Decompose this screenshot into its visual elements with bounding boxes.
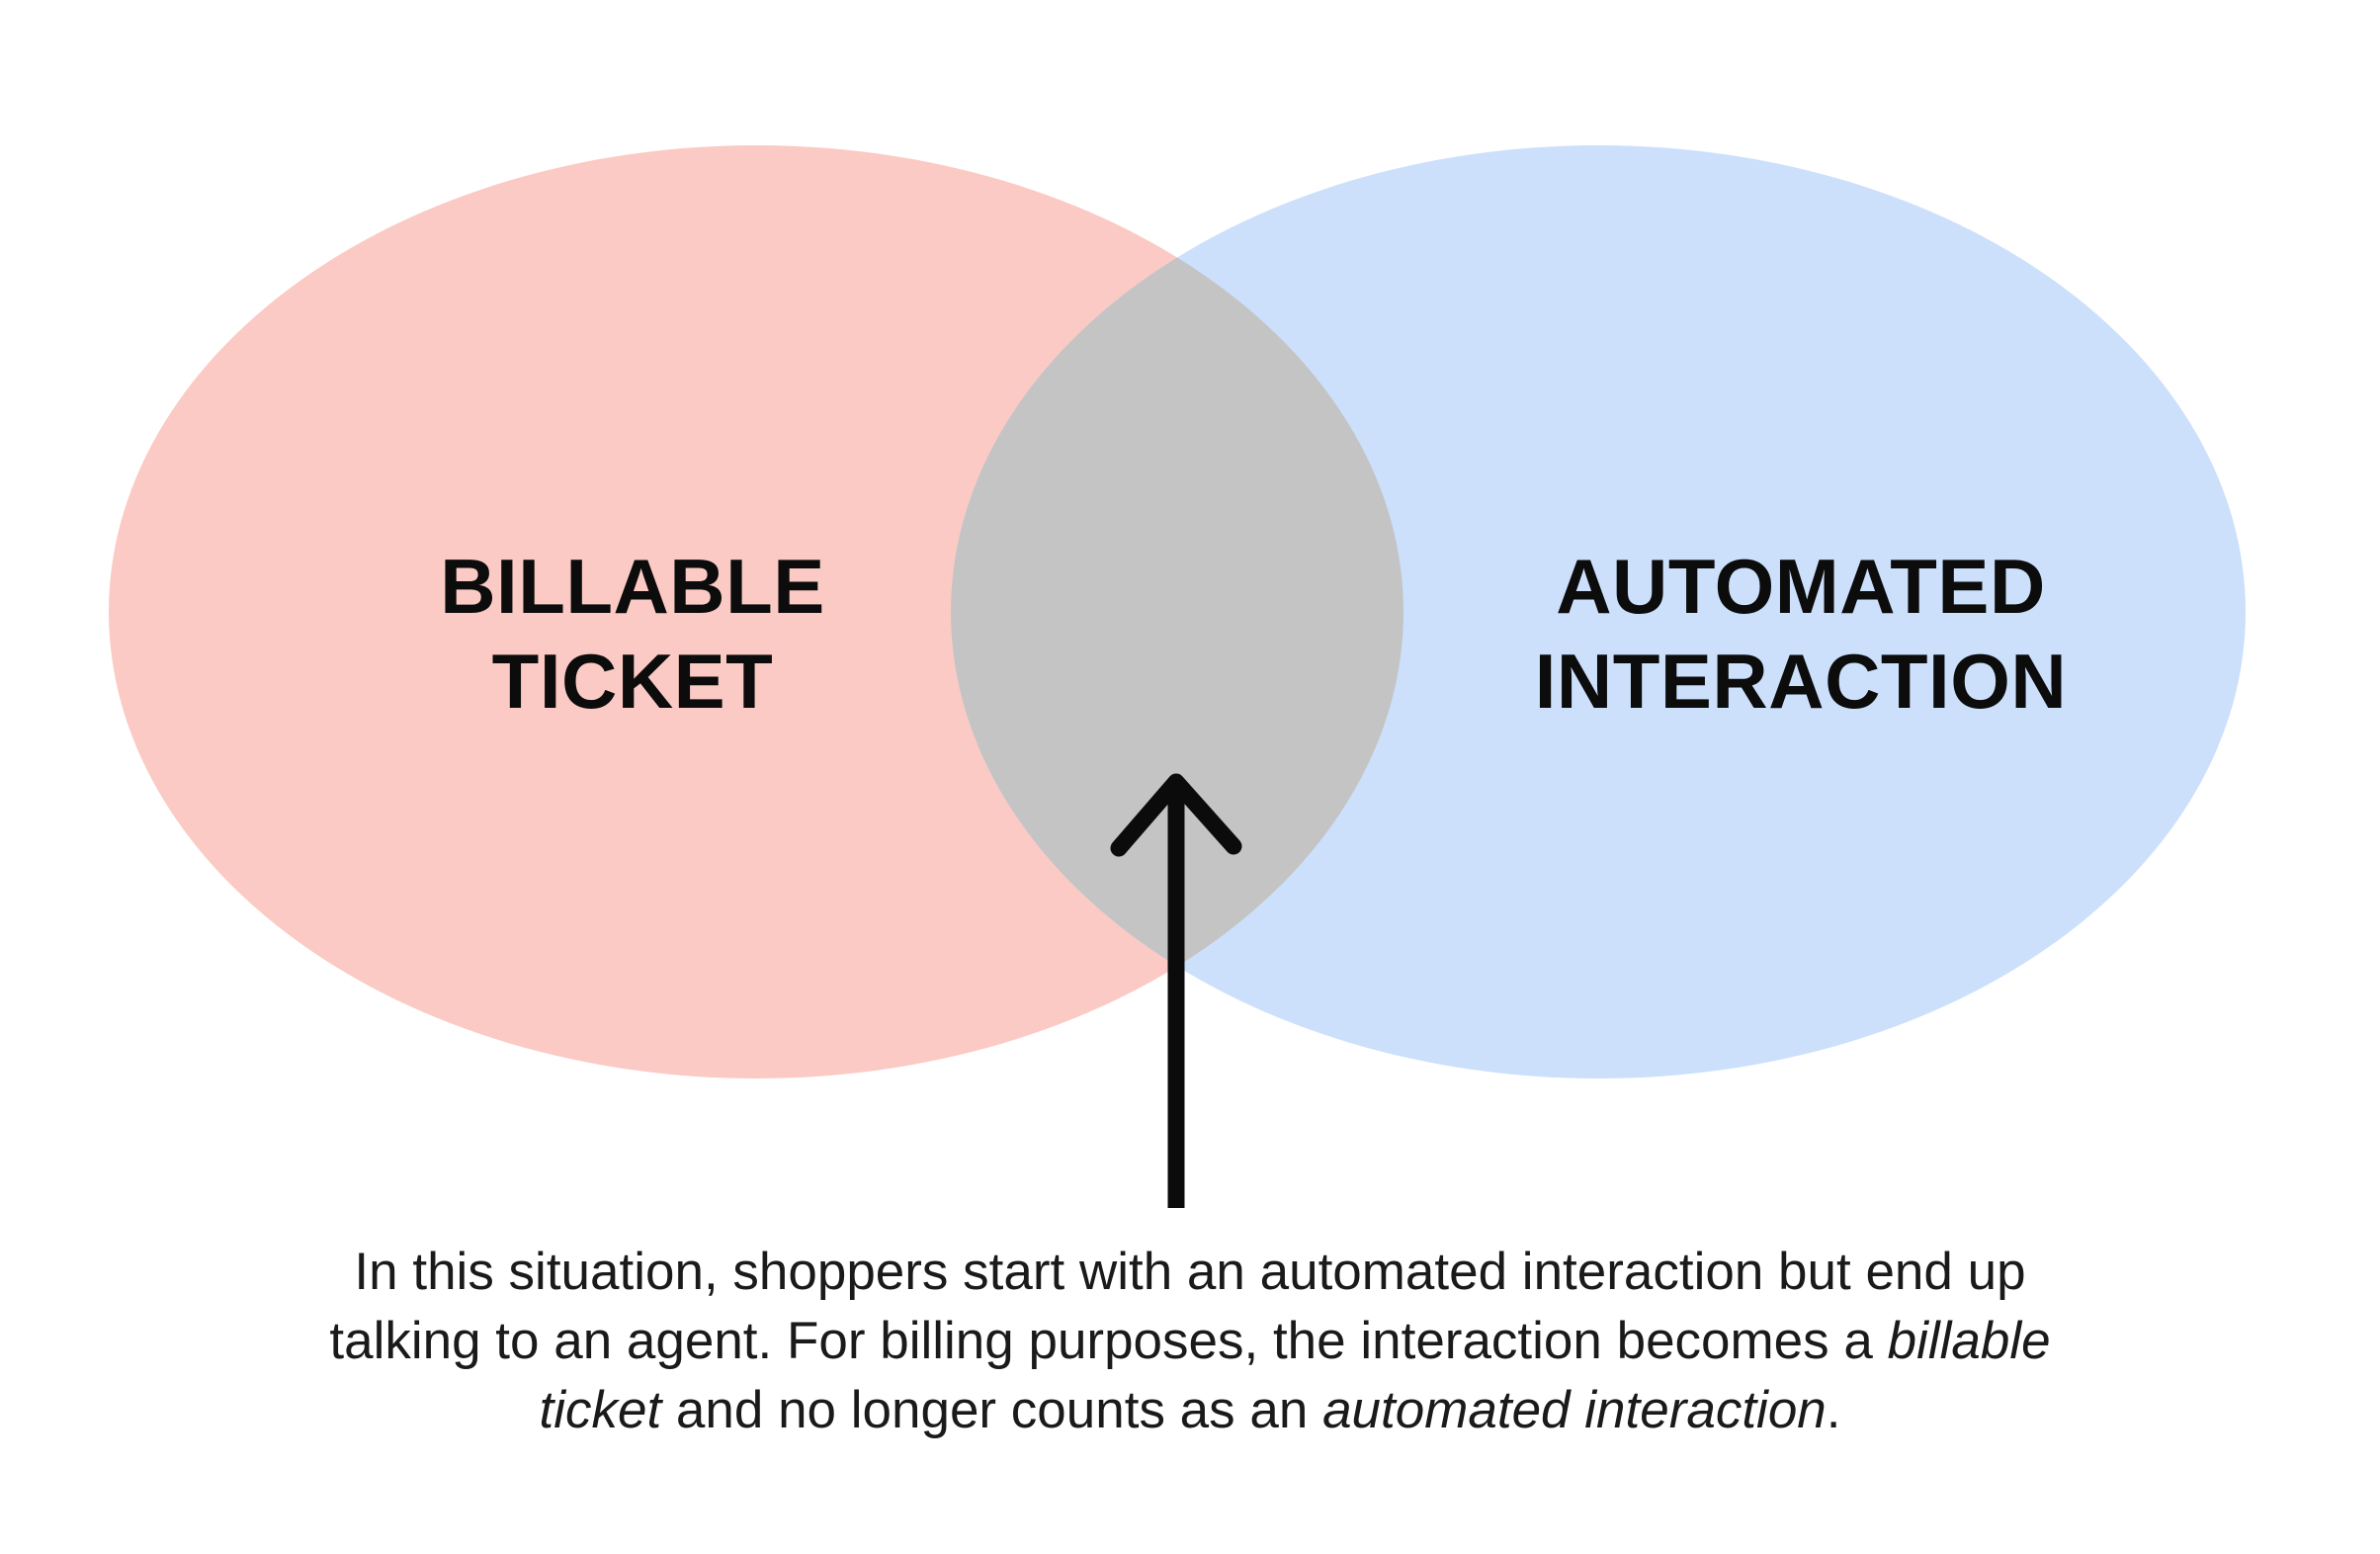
caption-line-1: In this situation, shoppers start with a… bbox=[0, 1238, 2380, 1307]
caption-line-1-text: In this situation, shoppers start with a… bbox=[354, 1243, 2026, 1301]
caption-line-3-italic-1: ticket bbox=[539, 1381, 662, 1439]
automated-interaction-label: AUTOMATED INTERACTION bbox=[1535, 539, 2067, 729]
up-arrow-icon bbox=[1110, 773, 1242, 857]
caption-line-3-text: and no longer counts as an bbox=[661, 1381, 1323, 1439]
automated-interaction-label-line1: AUTOMATED bbox=[1556, 543, 2046, 630]
billable-ticket-label-line1: BILLABLE bbox=[440, 543, 825, 630]
caption-line-3-period: . bbox=[1826, 1381, 1841, 1439]
caption-line-2: talking to an agent. For billing purpose… bbox=[0, 1307, 2380, 1376]
caption-line-2-italic: billable bbox=[1887, 1312, 2051, 1370]
billable-ticket-label-line2: TICKET bbox=[491, 638, 774, 725]
caption: In this situation, shoppers start with a… bbox=[0, 1238, 2380, 1445]
caption-line-2-text: talking to an agent. For billing purpose… bbox=[329, 1312, 1888, 1370]
automated-interaction-label-line2: INTERACTION bbox=[1534, 638, 2068, 725]
billable-ticket-label: BILLABLE TICKET bbox=[440, 539, 825, 729]
overlap-region bbox=[951, 145, 1403, 1079]
caption-line-3: ticket and no longer counts as an automa… bbox=[0, 1376, 2380, 1445]
caption-line-3-italic-2: automated interaction bbox=[1322, 1381, 1827, 1439]
